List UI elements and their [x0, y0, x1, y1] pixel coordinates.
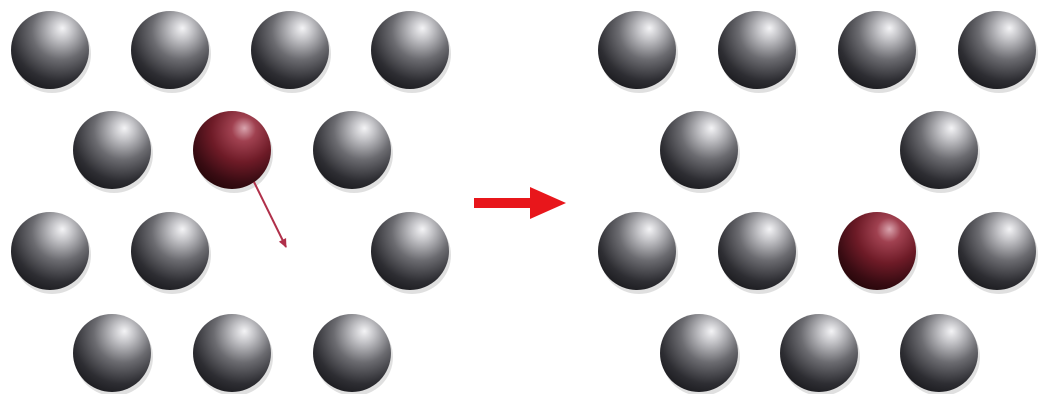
panel-after	[598, 11, 1038, 394]
host-atom	[718, 212, 796, 290]
host-atom	[73, 314, 151, 392]
host-atom	[900, 111, 978, 189]
process-arrow	[474, 187, 566, 219]
host-atom	[958, 11, 1036, 89]
process-arrow-head	[530, 187, 566, 219]
panel-before	[11, 11, 451, 394]
host-atom	[313, 111, 391, 189]
host-atom	[131, 11, 209, 89]
host-atom	[193, 314, 271, 392]
host-atom	[598, 212, 676, 290]
host-atom	[131, 212, 209, 290]
host-atom	[838, 11, 916, 89]
jump-arrow	[254, 182, 286, 247]
process-arrow-shaft	[474, 198, 532, 208]
diffusing-atom	[838, 212, 916, 290]
host-atom	[660, 314, 738, 392]
host-atom	[780, 314, 858, 392]
host-atom	[718, 11, 796, 89]
host-atom	[371, 11, 449, 89]
host-atom	[313, 314, 391, 392]
host-atom	[11, 11, 89, 89]
host-atom	[598, 11, 676, 89]
host-atom	[11, 212, 89, 290]
host-atom	[900, 314, 978, 392]
host-atom	[660, 111, 738, 189]
diffusing-atom	[193, 111, 271, 189]
host-atom	[958, 212, 1036, 290]
host-atom	[73, 111, 151, 189]
host-atom	[371, 212, 449, 290]
host-atom	[251, 11, 329, 89]
